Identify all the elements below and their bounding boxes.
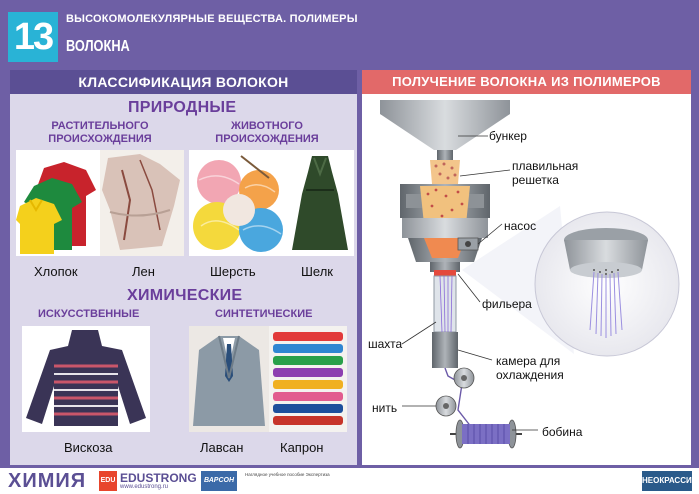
cotton-label: Хлопок — [34, 264, 78, 279]
spinneret-label: фильера — [482, 297, 532, 311]
classification-heading: КЛАССИФИКАЦИЯ ВОЛОКОН — [10, 70, 357, 94]
silk-label: Шелк — [301, 264, 333, 279]
linen-photo — [100, 150, 184, 256]
spinneret-zoom — [462, 206, 680, 357]
cooling-chamber-label: камера для охлаждения — [496, 354, 564, 382]
partner-logo: ВАРСОН — [201, 471, 237, 491]
grate-label: плавильная решетка — [512, 159, 579, 187]
page-title: ВЫСОКОМОЛЕКУЛЯРНЫЕ ВЕЩЕСТВА. ПОЛИМЕРЫ — [66, 13, 358, 25]
right-logo: НЕОКРАССИКА — [642, 471, 699, 491]
pump — [457, 237, 479, 251]
thread-path — [435, 367, 475, 429]
artificial-label: ИСКУССТВЕННЫЕ — [38, 308, 140, 320]
silk-photo — [286, 150, 354, 256]
natural-category-title: ПРИРОДНЫЕ — [128, 99, 237, 116]
section-number: 13 — [8, 12, 58, 62]
animal-origin-label: ЖИВОТНОГО ПРОИСХОЖДЕНИЯ — [215, 120, 319, 145]
shaft-label: шахта — [368, 337, 403, 351]
spinneret — [430, 262, 460, 276]
hopper-label: бункер — [489, 129, 527, 143]
leader-lines — [401, 135, 538, 431]
publisher-logo: EDU — [99, 471, 117, 491]
viscose-label: Вискоза — [64, 440, 113, 455]
bobbin-label: бобина — [542, 425, 583, 439]
brand-title: ХИМИЯ — [8, 470, 87, 492]
viscose-photo — [22, 326, 150, 432]
wool-label: Шерсть — [210, 264, 256, 279]
fiber-production-diagram — [380, 100, 680, 449]
pump-label: насос — [504, 219, 537, 233]
footer-note: Наглядное учебное пособие Экспертиза — [245, 472, 330, 477]
linen-label: Лен — [132, 264, 155, 279]
kapron-photo — [269, 326, 347, 432]
kapron-label: Капрон — [280, 440, 324, 455]
page-subtitle: ВОЛОКНА — [66, 38, 130, 55]
plant-origin-label: РАСТИТЕЛЬНОГО ПРОИСХОЖДЕНИЯ — [48, 120, 152, 145]
melting-chamber — [400, 184, 490, 262]
bobbin — [450, 419, 522, 449]
lavsan-photo — [189, 326, 269, 432]
thread-label: нить — [372, 401, 398, 415]
lavsan-label: Лавсан — [200, 440, 244, 455]
hopper — [380, 100, 510, 160]
publisher-name: EDUSTRONG — [120, 471, 197, 485]
chemical-category-title: ХИМИЧЕСКИЕ — [127, 287, 243, 304]
fiber-production-heading: ПОЛУЧЕНИЕ ВОЛОКНА ИЗ ПОЛИМЕРОВ — [362, 70, 691, 94]
polymer-granules — [430, 160, 460, 184]
cotton-photo — [16, 150, 100, 256]
cooling-shaft — [432, 275, 458, 368]
publisher-url: www.edustrong.ru — [120, 484, 169, 490]
synthetic-label: СИНТЕТИЧЕСКИЕ — [215, 308, 313, 320]
wool-photo — [189, 150, 286, 256]
